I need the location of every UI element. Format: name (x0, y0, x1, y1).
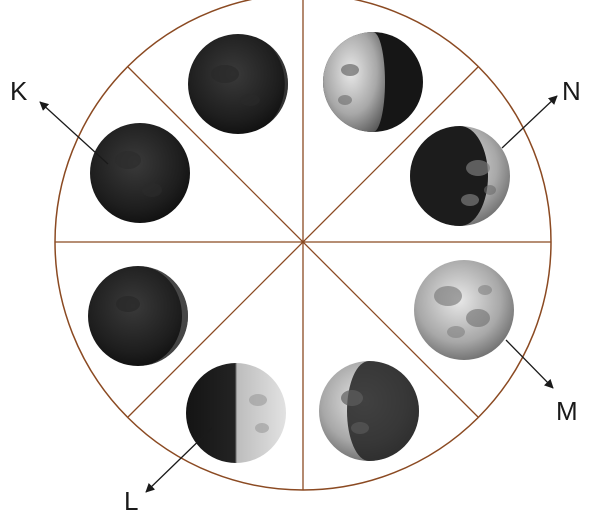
moon-left-lower (88, 266, 188, 366)
arrow-l (146, 428, 212, 492)
label-k: K (10, 76, 28, 106)
label-l: L (124, 486, 138, 516)
moon-k (90, 123, 190, 223)
label-n: N (562, 76, 581, 106)
moon-l (186, 363, 286, 463)
arrow-m (506, 340, 553, 388)
moon-bottom-right (319, 361, 419, 461)
label-m: M (556, 396, 578, 426)
moon-n (410, 126, 510, 226)
moon-top-right (323, 32, 423, 132)
arrow-k (40, 102, 108, 164)
moon-top-left (188, 34, 288, 134)
sector-dividers (55, 0, 551, 490)
moon-m (414, 260, 514, 360)
